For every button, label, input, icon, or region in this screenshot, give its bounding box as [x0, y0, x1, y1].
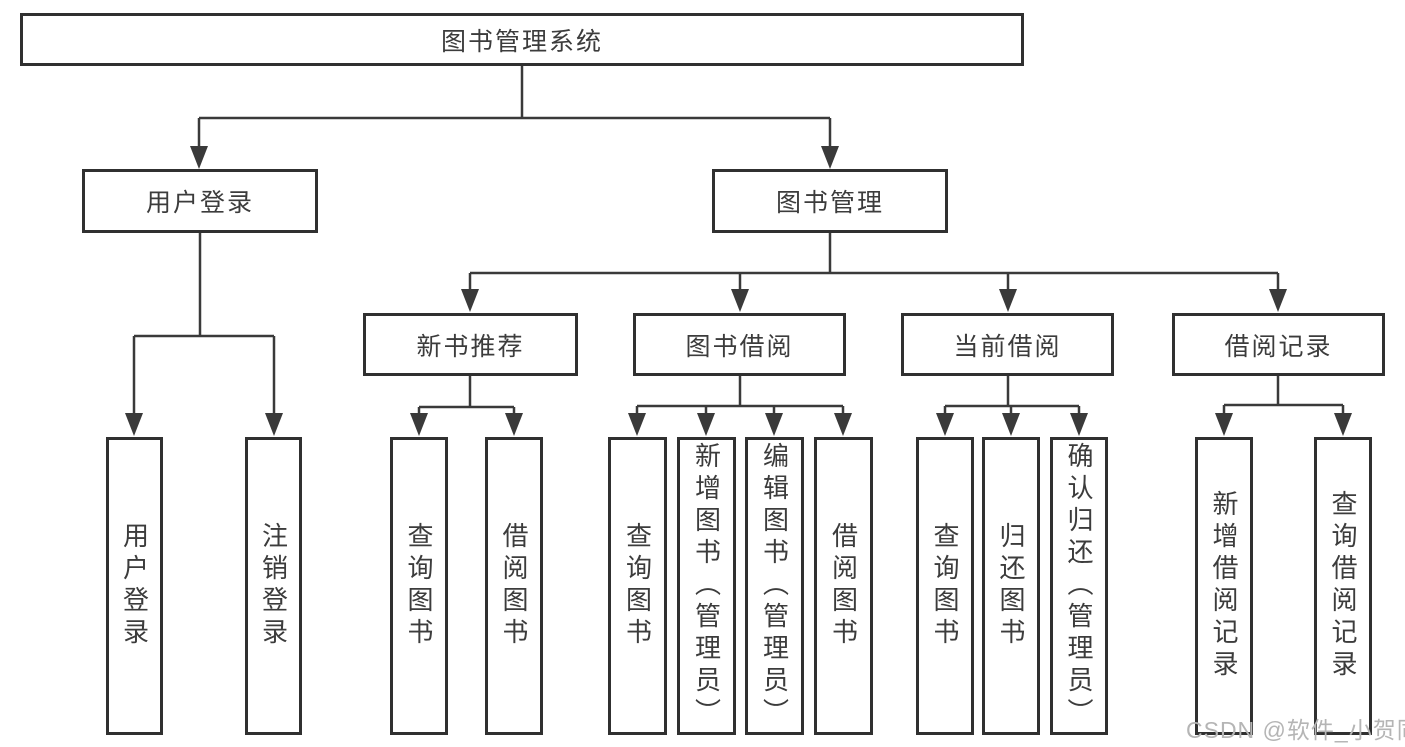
leaf-label: 新增图书（管理员）: [691, 442, 722, 730]
leaf-label: 用户登录: [119, 522, 150, 650]
leaf-query-books-current: 查询图书: [916, 437, 974, 735]
leaf-label: 注销登录: [258, 522, 289, 650]
node-current-borrowing: 当前借阅: [901, 313, 1114, 376]
node-label: 图书管理: [775, 189, 884, 217]
leaf-label: 借阅图书: [828, 522, 859, 650]
leaf-label: 查询图书: [930, 522, 960, 650]
leaf-label: 查询图书: [404, 522, 434, 650]
leaf-return-books: 归还图书: [982, 437, 1040, 735]
node-book-borrowing: 图书借阅: [633, 313, 846, 376]
leaf-add-book-admin: 新增图书（管理员）: [677, 437, 736, 735]
leaf-label: 编辑图书（管理员）: [759, 442, 790, 730]
leaf-user-login: 用户登录: [106, 437, 163, 735]
leaf-label: 借阅图书: [499, 522, 529, 650]
leaf-label: 查询图书: [622, 522, 653, 650]
leaf-add-borrow-record: 新增借阅记录: [1195, 437, 1253, 735]
leaf-confirm-return-admin: 确认归还（管理员）: [1050, 437, 1108, 735]
leaf-label: 新增借阅记录: [1209, 490, 1239, 682]
leaf-label: 确认归还（管理员）: [1064, 442, 1094, 730]
node-label: 图书借阅: [685, 332, 794, 361]
node-label: 借阅记录: [1224, 332, 1333, 361]
node-label: 用户登录: [145, 189, 254, 217]
leaf-borrow-books-recommend: 借阅图书: [485, 437, 543, 735]
leaf-edit-book-admin: 编辑图书（管理员）: [745, 437, 804, 735]
node-label: 当前借阅: [953, 332, 1062, 361]
node-label: 图书管理系统: [440, 27, 603, 56]
node-borrowing-records: 借阅记录: [1172, 313, 1385, 376]
node-new-book-recommend: 新书推荐: [363, 313, 578, 376]
leaf-borrow-books-borrow: 借阅图书: [814, 437, 873, 735]
leaf-query-books-borrow: 查询图书: [608, 437, 667, 735]
node-user-login: 用户登录: [82, 169, 318, 233]
leaf-label: 归还图书: [996, 522, 1026, 650]
node-library-management-system: 图书管理系统: [20, 13, 1024, 66]
node-book-management: 图书管理: [712, 169, 948, 233]
leaf-query-borrow-record: 查询借阅记录: [1314, 437, 1372, 735]
csdn-watermark: CSDN @软件_小贺同学: [1186, 717, 1405, 743]
node-label: 新书推荐: [416, 332, 525, 361]
leaf-label: 查询借阅记录: [1328, 490, 1358, 682]
leaf-logout: 注销登录: [245, 437, 302, 735]
leaf-query-books-recommend: 查询图书: [390, 437, 448, 735]
